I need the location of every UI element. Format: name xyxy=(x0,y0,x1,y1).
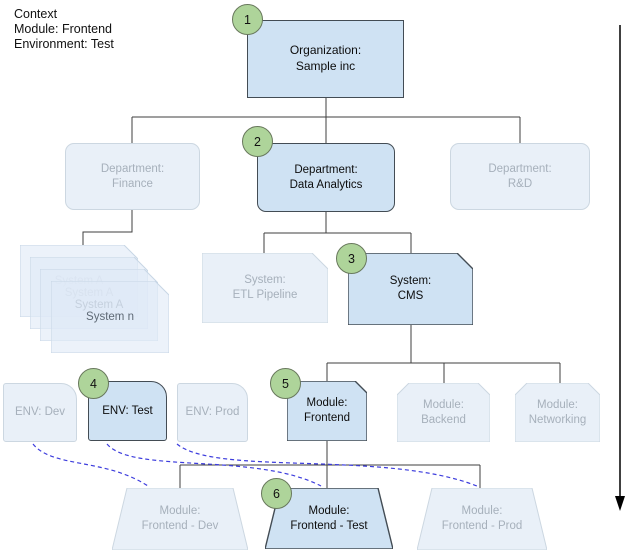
node-label: Module: Backend xyxy=(421,398,466,426)
node-label: ENV: Dev xyxy=(14,406,66,419)
step-badge-3: 3 xyxy=(336,243,367,274)
env-instance-dashed-links xyxy=(32,443,478,487)
module-instance-connectors xyxy=(179,441,481,488)
node-env-dev[interactable]: ENV: Dev xyxy=(3,383,77,442)
node-module-backend[interactable]: Module: Backend xyxy=(397,383,490,442)
node-department-finance[interactable]: Department: Finance xyxy=(65,143,200,210)
card-shape xyxy=(202,253,328,323)
node-instance-frontend-test[interactable]: Module: Frontend - Test xyxy=(265,488,393,549)
topcut-shape xyxy=(287,381,367,441)
topcut-shape xyxy=(515,383,600,442)
step-badge-5: 5 xyxy=(270,368,301,399)
node-system-stack-n[interactable]: System n xyxy=(51,281,169,353)
context-title: Context xyxy=(14,7,58,21)
node-label: ENV: Test xyxy=(102,404,153,417)
node-label: Module: Networking xyxy=(528,398,587,426)
node-system-etl-pipeline[interactable]: System: ETL Pipeline xyxy=(202,253,328,323)
step-badge-6: 6 xyxy=(261,478,292,509)
card-shape xyxy=(348,253,473,325)
node-env-prod[interactable]: ENV: Prod xyxy=(177,383,248,442)
step-badge-1: 1 xyxy=(232,4,263,35)
trapezoid-shape xyxy=(112,488,248,550)
node-department-rnd[interactable]: Department: R&D xyxy=(450,143,590,210)
flow-direction-arrow xyxy=(615,25,625,511)
system-module-connectors xyxy=(326,325,561,383)
node-label: Module: Frontend - Dev xyxy=(141,505,219,532)
context-module: Module: Frontend xyxy=(14,22,112,36)
trapezoid-shape xyxy=(265,488,393,549)
node-module-networking[interactable]: Module: Networking xyxy=(515,383,600,442)
node-label: Module: Frontend xyxy=(303,397,351,424)
node-label: System: CMS xyxy=(389,275,432,302)
node-instance-frontend-dev[interactable]: Module: Frontend - Dev xyxy=(112,488,248,550)
trapezoid-shape xyxy=(417,488,547,550)
topcut-shape xyxy=(397,383,490,442)
finance-stack-connector xyxy=(82,210,133,245)
context-panel: Context Module: Frontend Environment: Te… xyxy=(14,7,114,52)
step-badge-4: 4 xyxy=(78,368,109,399)
card-shape xyxy=(51,281,169,353)
node-label: Module: Frontend - Prod xyxy=(441,505,523,532)
node-label: Organization: Sample inc xyxy=(289,43,362,73)
node-department-data-analytics[interactable]: Department: Data Analytics xyxy=(257,143,395,212)
node-instance-frontend-prod[interactable]: Module: Frontend - Prod xyxy=(417,488,547,550)
dept-system-connectors xyxy=(263,212,412,253)
step-badge-2: 2 xyxy=(242,126,273,157)
context-environment: Environment: Test xyxy=(14,37,114,51)
org-dept-connectors xyxy=(131,98,521,143)
node-label: ENV: Prod xyxy=(185,406,240,419)
node-label: Department: Data Analytics xyxy=(289,163,363,191)
node-label: Department: R&D xyxy=(488,162,552,190)
node-label: Department: Finance xyxy=(100,162,165,190)
node-label: System n xyxy=(86,310,134,323)
node-organization[interactable]: Organization: Sample inc xyxy=(247,20,404,98)
node-module-frontend[interactable]: Module: Frontend xyxy=(287,381,367,441)
node-label: Module: Frontend - Test xyxy=(290,504,368,532)
node-label: System: ETL Pipeline xyxy=(232,274,298,301)
node-system-cms[interactable]: System: CMS xyxy=(348,253,473,325)
